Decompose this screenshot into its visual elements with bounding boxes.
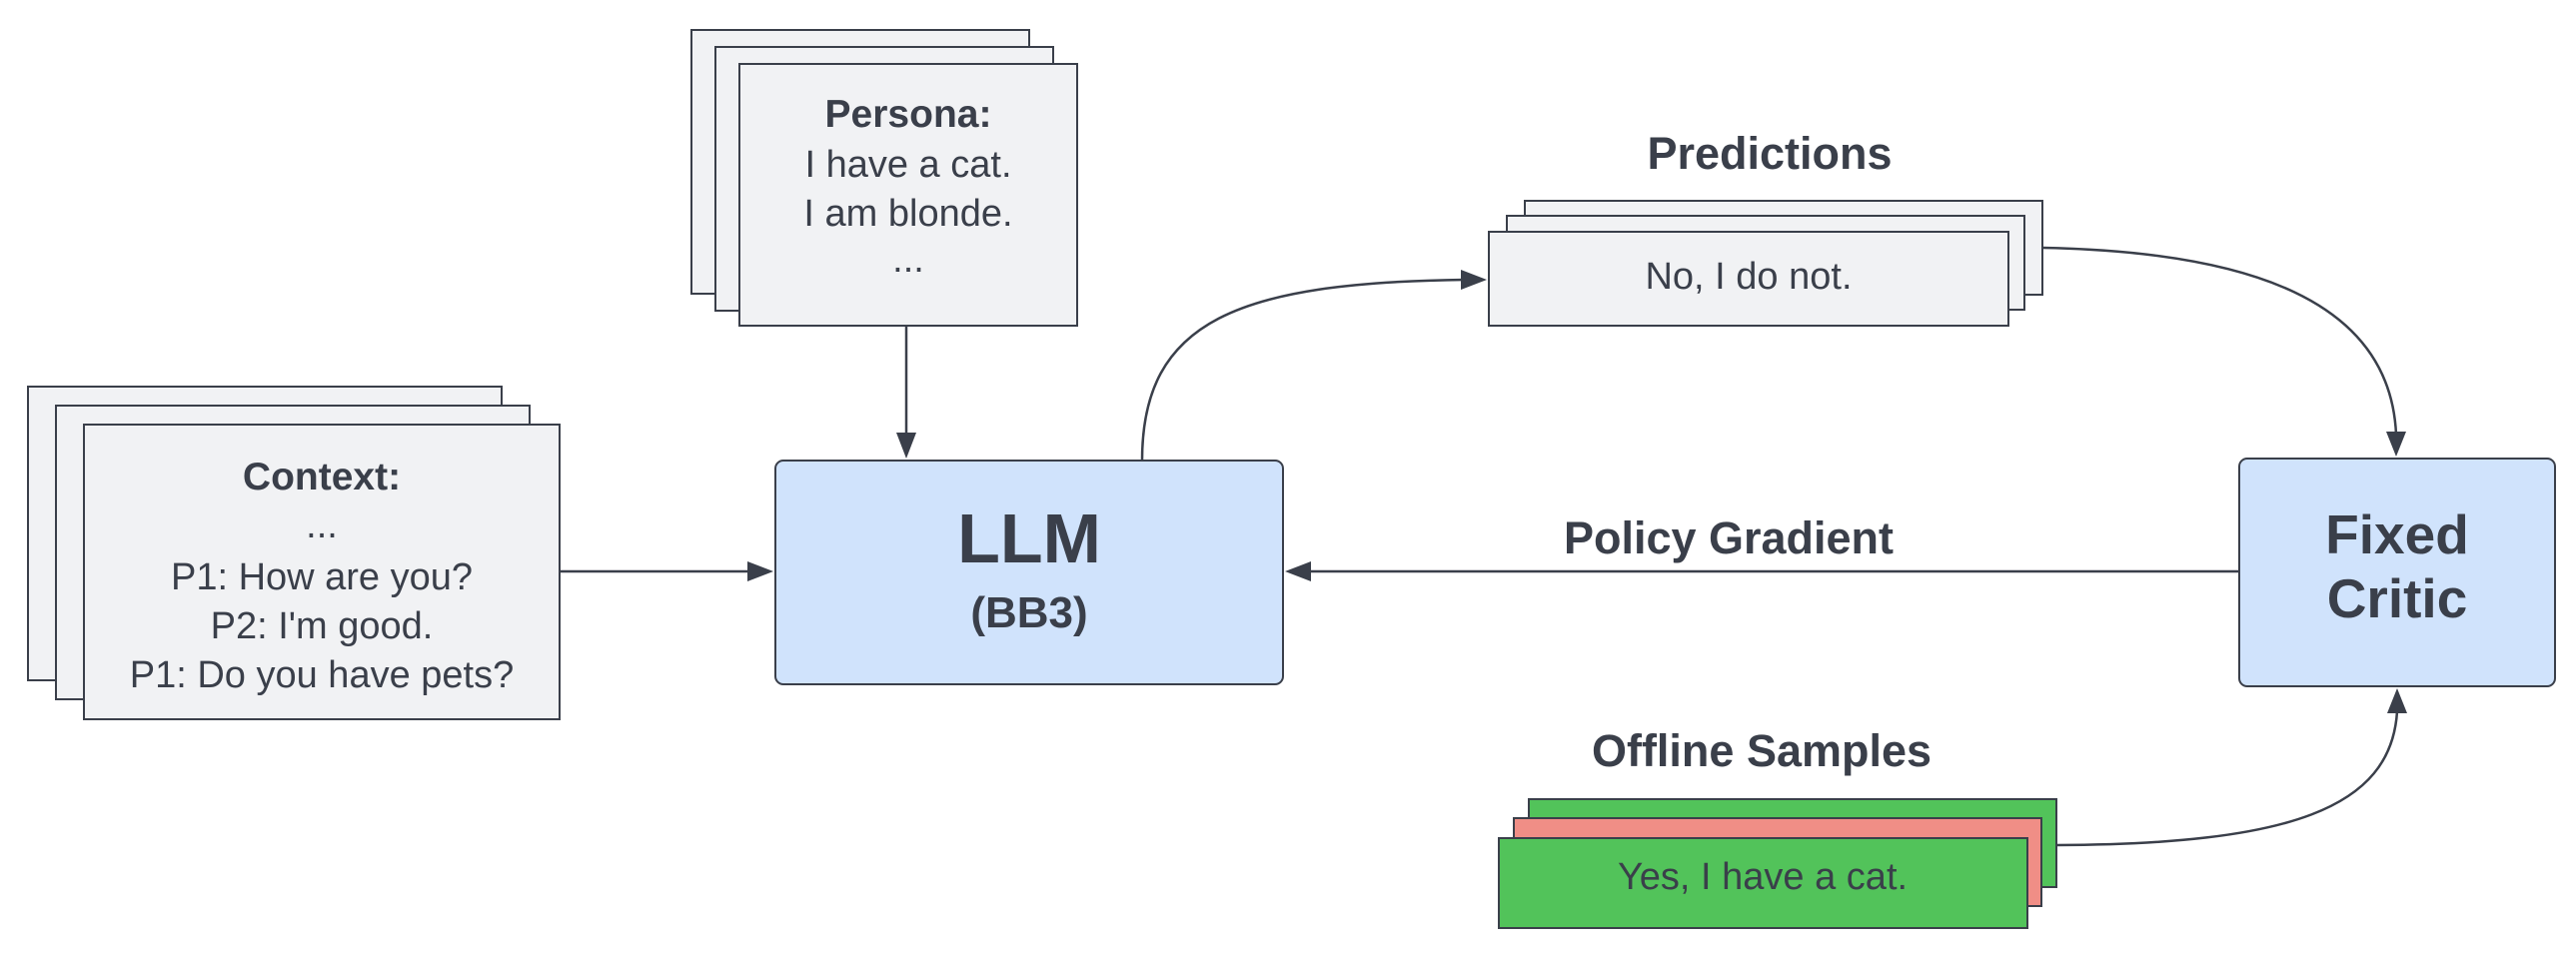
- llm-title: LLM: [957, 499, 1101, 577]
- context-line: P2: I'm good.: [211, 605, 434, 647]
- offline-samples-label: Offline Samples: [1592, 725, 1932, 776]
- offline-samples-text: Yes, I have a cat.: [1618, 856, 1908, 898]
- arrowhead: [1285, 561, 1311, 581]
- persona-line: ...: [892, 239, 924, 281]
- edge-context-to-llm: [560, 561, 773, 581]
- context-line: ...: [306, 504, 338, 546]
- persona-title: Persona:: [825, 93, 992, 136]
- edge-llm-to-predictions: [1140, 270, 1487, 462]
- offline-samples-stack: Offline Samples Yes, I have a cat.: [1498, 725, 2057, 929]
- edge-persona-to-llm: [896, 326, 916, 459]
- critic-node: Fixed Critic: [2238, 458, 2556, 687]
- critic-line: Fixed: [2325, 503, 2469, 565]
- llm-subtitle: (BB3): [970, 588, 1087, 637]
- predictions-stack: Predictions No, I do not.: [1488, 128, 2043, 327]
- persona-card-front: [738, 63, 1078, 327]
- persona-line: I have a cat.: [804, 144, 1011, 186]
- context-stack: Context: ... P1: How are you? P2: I'm go…: [27, 386, 561, 720]
- critic-line: Critic: [2327, 567, 2468, 629]
- context-line: P1: Do you have pets?: [130, 654, 514, 696]
- edge-predictions-to-critic: [2041, 246, 2406, 457]
- llm-box: [774, 460, 1284, 685]
- llm-node: LLM (BB3): [774, 460, 1284, 685]
- arrowhead: [1461, 270, 1487, 290]
- arrowhead: [896, 433, 916, 459]
- edge-offline-to-critic: [2055, 688, 2407, 847]
- arrowhead: [2386, 432, 2406, 457]
- persona-line: I am blonde.: [803, 193, 1012, 235]
- context-line: P1: How are you?: [171, 556, 473, 598]
- offline-card-green-front: [1498, 837, 2028, 929]
- predictions-label: Predictions: [1647, 128, 1892, 179]
- persona-stack: Persona: I have a cat. I am blonde. ...: [690, 29, 1078, 327]
- policy-gradient-label: Policy Gradient: [1564, 512, 1894, 563]
- edge-policy-gradient: [1285, 561, 2239, 581]
- predictions-card-front: [1488, 231, 2009, 327]
- context-title: Context:: [243, 456, 401, 498]
- arrowhead: [747, 561, 773, 581]
- arrowhead: [2387, 688, 2407, 713]
- context-card-front: [83, 424, 561, 720]
- predictions-text: No, I do not.: [1645, 256, 1852, 298]
